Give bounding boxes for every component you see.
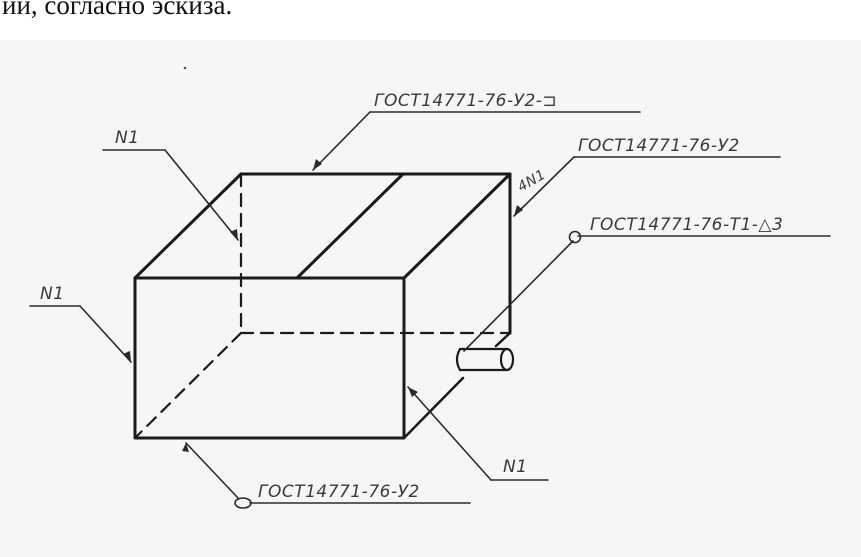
weld-all-around-circle-pipe	[568, 230, 582, 244]
leader-lines	[29, 111, 831, 504]
header-background	[0, 0, 861, 40]
hidden-edges	[133, 172, 512, 440]
label-bottom-weld: ГОСТ14771-76-У2	[258, 482, 420, 502]
leader-pipe-arrow	[463, 240, 574, 352]
lid-divider-line	[295, 172, 405, 280]
box-right-bottom-stub	[494, 331, 512, 348]
hidden-left-bottom-edge	[133, 331, 243, 440]
box-top-right-edge	[402, 172, 512, 280]
label-n1-bottom-right: N1	[503, 457, 528, 477]
leader-top-arrow	[312, 111, 371, 171]
label-top-weld: ГОСТ14771-76-У2-⊐	[374, 91, 557, 111]
leader-arrowheads	[123, 159, 523, 452]
header-caption: ии, согласно эскиза.	[2, 0, 233, 20]
box-bottom-right-edge	[402, 376, 465, 440]
leader-n1-topleft-arrow	[164, 149, 239, 241]
pipe-nozzle	[455, 347, 515, 372]
leader-bottom-arrow	[185, 442, 239, 499]
paper-speck	[183, 66, 187, 70]
label-right-weld: ГОСТ14771-76-У2	[578, 136, 740, 156]
label-n1-top-left: N1	[115, 128, 140, 148]
leader-n1-left-arrow	[79, 305, 132, 363]
leader-right-arrow	[513, 156, 575, 217]
leader-n1-bottomright-arrow	[407, 386, 492, 481]
weld-all-around-circle-bottom	[234, 497, 252, 509]
label-pipe-weld: ГОСТ14771-76-Т1-△3	[590, 215, 783, 235]
label-n1-left: N1	[40, 284, 65, 304]
box-top-left-edge	[133, 172, 243, 280]
